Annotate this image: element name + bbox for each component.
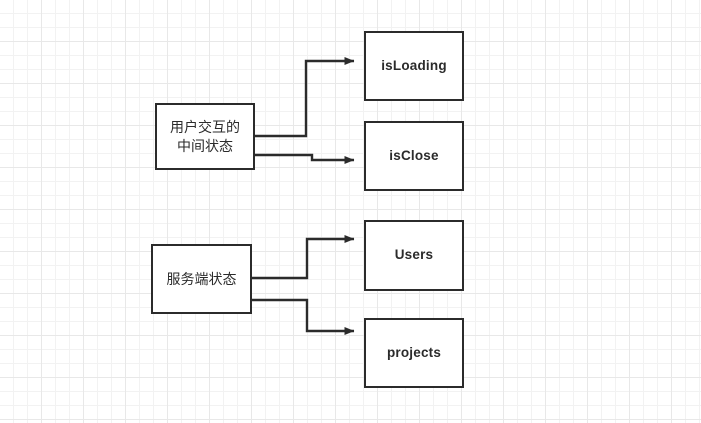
node-is-loading[interactable]: isLoading bbox=[364, 31, 464, 101]
node-label: projects bbox=[386, 344, 442, 360]
node-server-state[interactable]: 服务端状态 bbox=[151, 244, 252, 314]
node-label: isClose bbox=[389, 147, 439, 163]
edge-client-to-isloading bbox=[255, 57, 355, 138]
node-users[interactable]: Users bbox=[364, 220, 464, 291]
edge-server-to-users bbox=[252, 235, 355, 280]
edge-server-to-projects bbox=[252, 298, 355, 335]
node-is-close[interactable]: isClose bbox=[364, 121, 464, 191]
node-label: 用户交互的 中间状态 bbox=[170, 118, 240, 154]
node-client-state[interactable]: 用户交互的 中间状态 bbox=[155, 103, 255, 170]
node-projects[interactable]: projects bbox=[364, 318, 464, 388]
node-label: 服务端状态 bbox=[166, 270, 237, 287]
node-label: Users bbox=[394, 247, 434, 263]
edge-client-to-isclose bbox=[255, 153, 355, 164]
node-label: isLoading bbox=[381, 57, 447, 73]
